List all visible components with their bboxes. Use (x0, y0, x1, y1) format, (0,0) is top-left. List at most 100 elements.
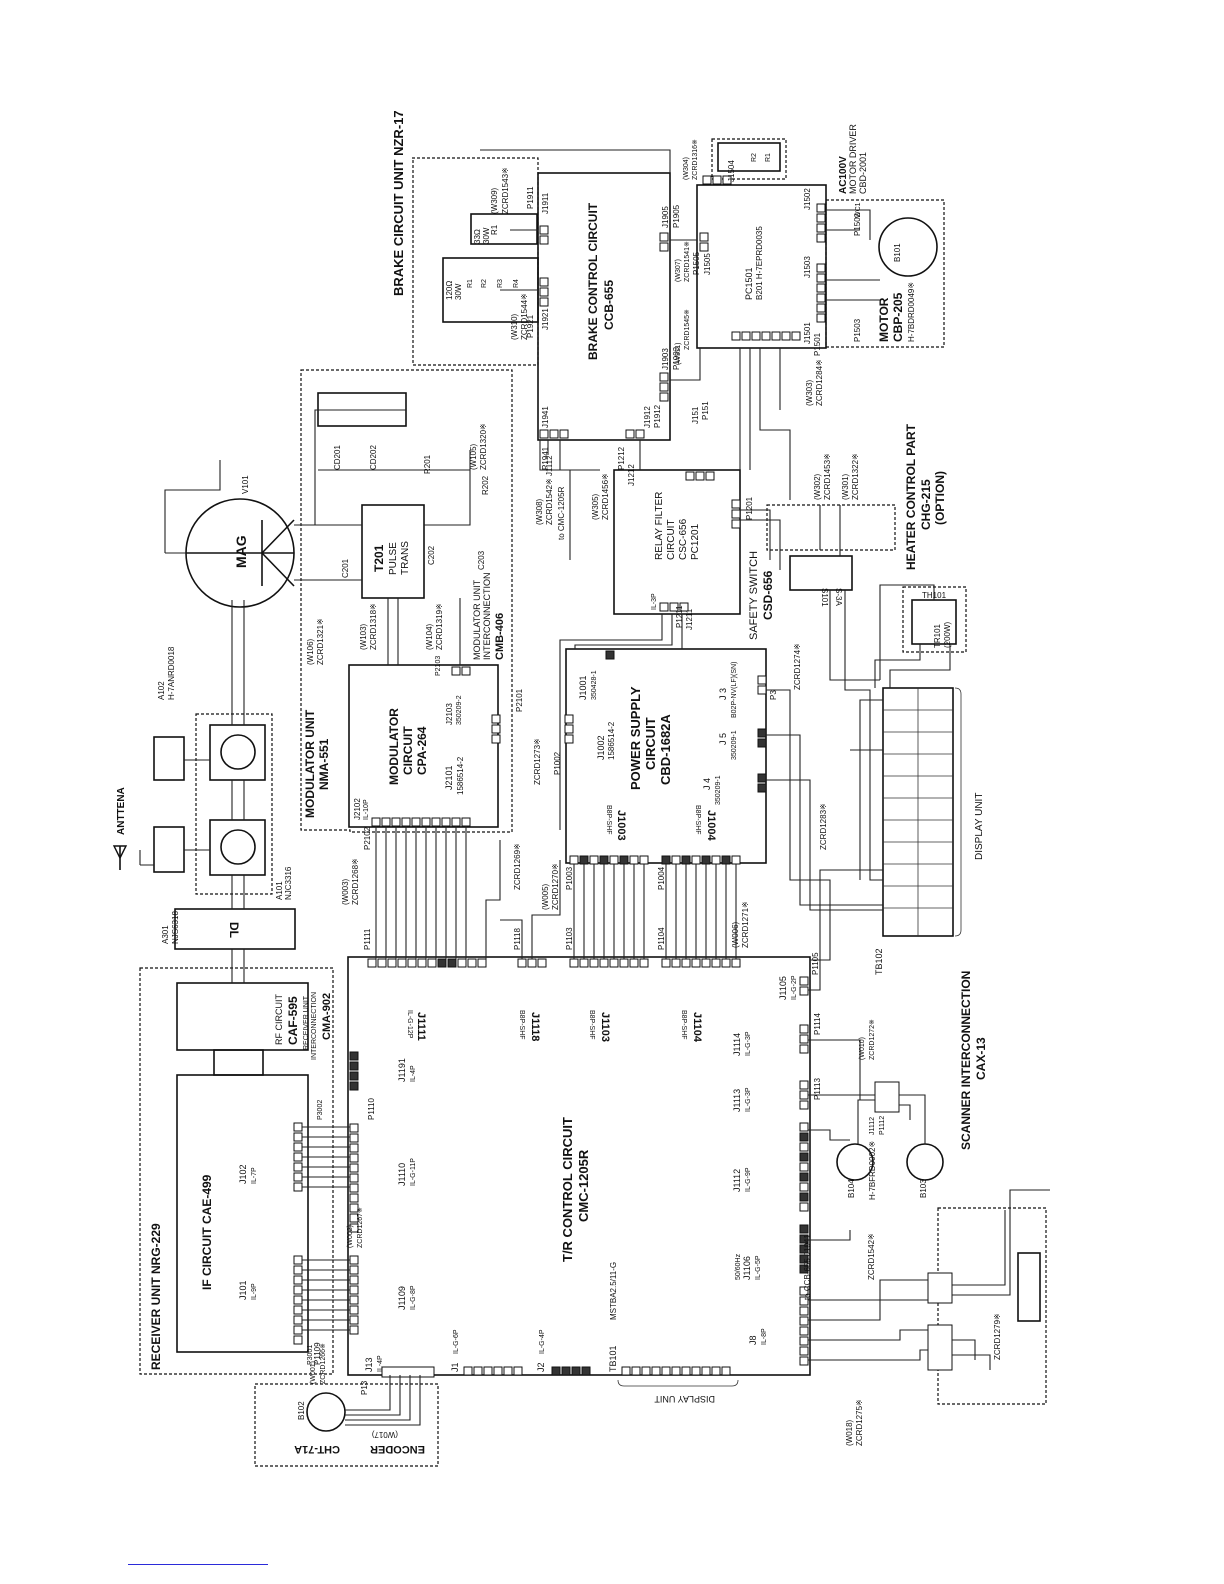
label-zcrd1283: ZCRD1283※ (819, 803, 828, 850)
label-j1212: J1212 (627, 464, 636, 486)
label-p13: P13 (360, 1380, 369, 1395)
label-w105b: ZCRD1320※ (479, 423, 488, 470)
label-j3b: B02P-NV(LF)(SN) (731, 662, 738, 718)
label-rgroup-ohm: 120Ω (445, 281, 454, 300)
label-j2103: J2103 (445, 703, 454, 725)
label-w006b: ZCRD1271※ (741, 901, 750, 948)
label-wc1: WC1 (855, 202, 862, 218)
label-j2102: J2102 (353, 798, 362, 820)
label-display-unit: DISPLAY UNIT (974, 793, 985, 860)
label-p1941: P1941 (541, 446, 550, 470)
label-motor-part: H-7BDRD0049※ (907, 282, 916, 342)
label-w308: (W308) (535, 498, 544, 525)
label-w106b: ZCRD1321※ (316, 618, 325, 665)
label-p151: P151 (701, 401, 710, 420)
label-p3002: P3002 (317, 1100, 324, 1120)
label-j1001b: 350428-1 (591, 670, 598, 700)
label-mod-interconnection: MODULATOR UNIT (472, 579, 482, 660)
label-w003b: ZCRD1268※ (351, 858, 360, 905)
label-j1111: J1111 (415, 1012, 427, 1041)
label-w010: (W010) (859, 1037, 866, 1060)
label-p1104: P1104 (657, 927, 666, 950)
label-b104: B104 (847, 1179, 856, 1198)
label-brake-control-model: CCB-655 (602, 280, 616, 330)
label-j1105: J1105 (778, 976, 788, 1000)
label-zcrd1279: ZCRD1279※ (993, 1313, 1002, 1360)
label-antenna: ANTTENA (116, 787, 127, 835)
label-p1505: P1505 (692, 251, 701, 275)
label-j1911: J1911 (541, 192, 550, 214)
label-p1905: P1905 (672, 204, 681, 228)
label-heater-model: CHG-215 (919, 479, 933, 530)
label-j1105b: IL-G-2P (791, 975, 798, 1000)
label-w301b: ZCRD1322※ (851, 453, 860, 500)
label-j1191: J1191 (397, 1058, 407, 1082)
label-dl: DL (227, 922, 241, 938)
label-zcrd1269: ZCRD1269※ (513, 843, 522, 890)
label-mag: MAG (233, 535, 249, 568)
label-j8b: IL-8P (761, 1328, 768, 1345)
label-j8: J8 (748, 1335, 758, 1345)
label-p1002: P1002 (553, 751, 562, 775)
label-w001: (W001) (310, 1361, 317, 1384)
label-rgroup-w: 30W (454, 283, 463, 300)
label-p1105: P1105 (811, 952, 820, 975)
label-w005b: ZCRD1270※ (551, 863, 560, 910)
label-relay-filter-d: PC1201 (690, 523, 701, 560)
label-j1503: J1503 (803, 256, 812, 278)
label-j2103b: 350209-2 (456, 695, 463, 725)
label-w303: (W303) (805, 379, 814, 406)
label-s101b: S-3A (834, 588, 843, 606)
label-j13b: IL-4P (377, 1355, 384, 1372)
label-p1921: P1921 (526, 314, 535, 338)
label-tr101: TR101 (933, 623, 942, 648)
label-j102b: IL-7P (251, 1167, 258, 1184)
label-p1502: P1502 (853, 212, 862, 236)
label-j2: J2 (536, 1362, 546, 1372)
label-p1004: P1004 (657, 866, 666, 890)
label-w002: (W002) (347, 1225, 354, 1248)
label-w104b: ZCRD1319※ (435, 603, 444, 650)
label-j1103: J1103 (599, 1012, 611, 1042)
label-p1111: P1111 (363, 928, 372, 950)
label-p1112: P1112 (879, 1116, 886, 1135)
label-j1118: J1118 (529, 1012, 541, 1041)
label-motor-model: CBP-205 (891, 292, 905, 342)
label-tb101: TB101 (608, 1345, 618, 1372)
label-p1912: P1912 (653, 404, 662, 428)
label-c203: C203 (477, 550, 486, 570)
label-p1110: P1110 (367, 1098, 376, 1120)
label-w103: (W103) (359, 623, 368, 650)
label-p1114: P1114 (813, 1013, 822, 1035)
label-j1001: J1001 (578, 675, 588, 700)
label-b104b: H-7BFRD0002※ (868, 1141, 877, 1200)
label-j1211: J1211 (685, 608, 694, 630)
label-display-unit-bottom: DISPLAY UNIT (654, 1394, 715, 1404)
label-j1112-ext: J1112 (869, 1117, 876, 1135)
label-p1211: P1211 (675, 605, 684, 628)
label-j1: J1 (450, 1362, 460, 1372)
label-pulse-trans: T201 (372, 544, 386, 572)
label-rf-circuit: RF CIRCUIT (274, 994, 284, 1045)
label-p1109: P1109 (313, 1342, 322, 1365)
label-scanner-model: CAX-13 (974, 1037, 988, 1080)
label-w302b: ZCRD1453※ (823, 453, 832, 500)
label-p2102: P2102 (363, 826, 372, 850)
label-j1113b: IL-G-3P (745, 1087, 752, 1112)
label-j1104: J1104 (691, 1012, 703, 1043)
label-w304b: ZCRD1316※ (692, 139, 699, 180)
label-power-supply-b: CIRCUIT (643, 717, 658, 770)
label-j4b: 350209-1 (715, 775, 722, 805)
label-j1b: IL-G-6P (453, 1329, 460, 1354)
label-ac-driver-c: CBD-2001 (858, 152, 868, 194)
label-w307b: ZCRD1541※ (684, 241, 691, 282)
label-j1191b: IL-4P (410, 1065, 417, 1082)
label-b103: B103 (919, 1179, 928, 1198)
label-j4: J 4 (702, 778, 712, 790)
label-p3: P3 (769, 690, 778, 700)
label-j1004b: B8P-SHF (694, 805, 701, 835)
label-w308b: ZCRD1542※ J1112 (545, 455, 554, 525)
label-j1912: J1912 (643, 406, 652, 428)
label-modulator-unit: MODULATOR UNIT (303, 709, 317, 818)
